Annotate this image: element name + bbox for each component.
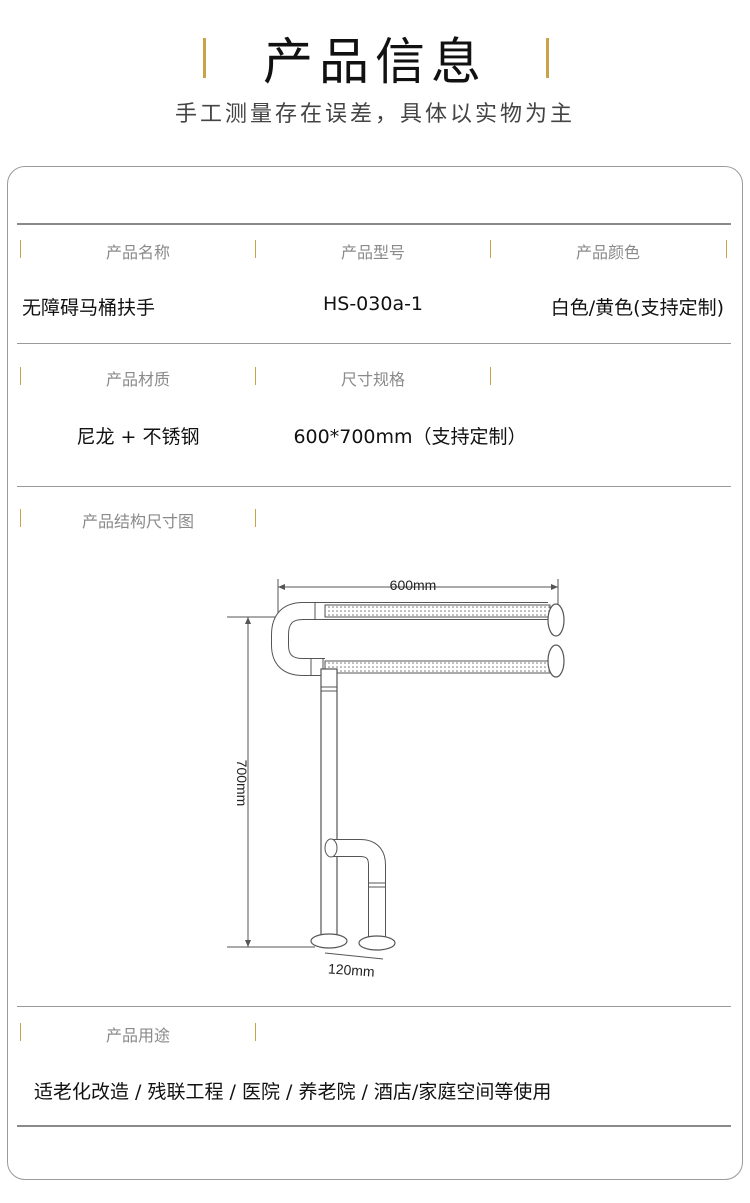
accent-tick [20,509,21,527]
accent-tick [255,1023,256,1041]
label-product-color: 产品颜色 [575,243,640,262]
divider [17,343,731,344]
accent-tick [726,240,727,258]
accent-tick [255,367,256,385]
accent-tick [20,1023,21,1041]
accent-tick [490,240,491,258]
label-usage: 产品用途 [105,1026,170,1045]
accent-tick [20,367,21,385]
value-material: 尼龙 + 不锈钢 [76,426,200,448]
grab-bar-drawing: 600mm 700mm 120mm [227,577,565,980]
title-left-bar [203,38,206,78]
divider [17,1006,731,1007]
page-header: 产品信息 手工测量存在误差，具体以实物为主 [0,0,750,160]
height-dimension-label: 700mm [234,760,250,807]
value-product-name: 无障碍马桶扶手 [22,297,156,319]
label-product-name: 产品名称 [105,243,170,262]
page-title: 产品信息 [263,33,487,91]
info-card [7,166,743,1180]
accent-tick [490,367,491,385]
accent-tick [20,240,21,258]
width-dimension-label: 600mm [390,577,437,593]
accent-tick [255,509,256,527]
label-product-model: 产品型号 [340,243,405,262]
page-subtitle: 手工测量存在误差，具体以实物为主 [174,102,575,127]
label-material: 产品材质 [105,370,170,389]
divider-top [17,223,731,225]
value-product-color: 白色/黄色(支持定制) [550,297,724,319]
divider [17,486,731,487]
value-product-model: HS-030a-1 [322,293,424,315]
value-usage: 适老化改造 / 残联工程 / 医院 / 养老院 / 酒店/家庭空间等使用 [34,1081,552,1103]
value-size: 600*700mm（支持定制） [293,426,527,448]
structure-diagram: 600mm 700mm 120mm [215,565,575,985]
label-structure: 产品结构尺寸图 [81,512,194,531]
title-right-bar [546,38,549,78]
label-size: 尺寸规格 [340,370,405,389]
divider-bottom [17,1125,731,1127]
base-dimension-label: 120mm [328,960,376,979]
accent-tick [255,240,256,258]
